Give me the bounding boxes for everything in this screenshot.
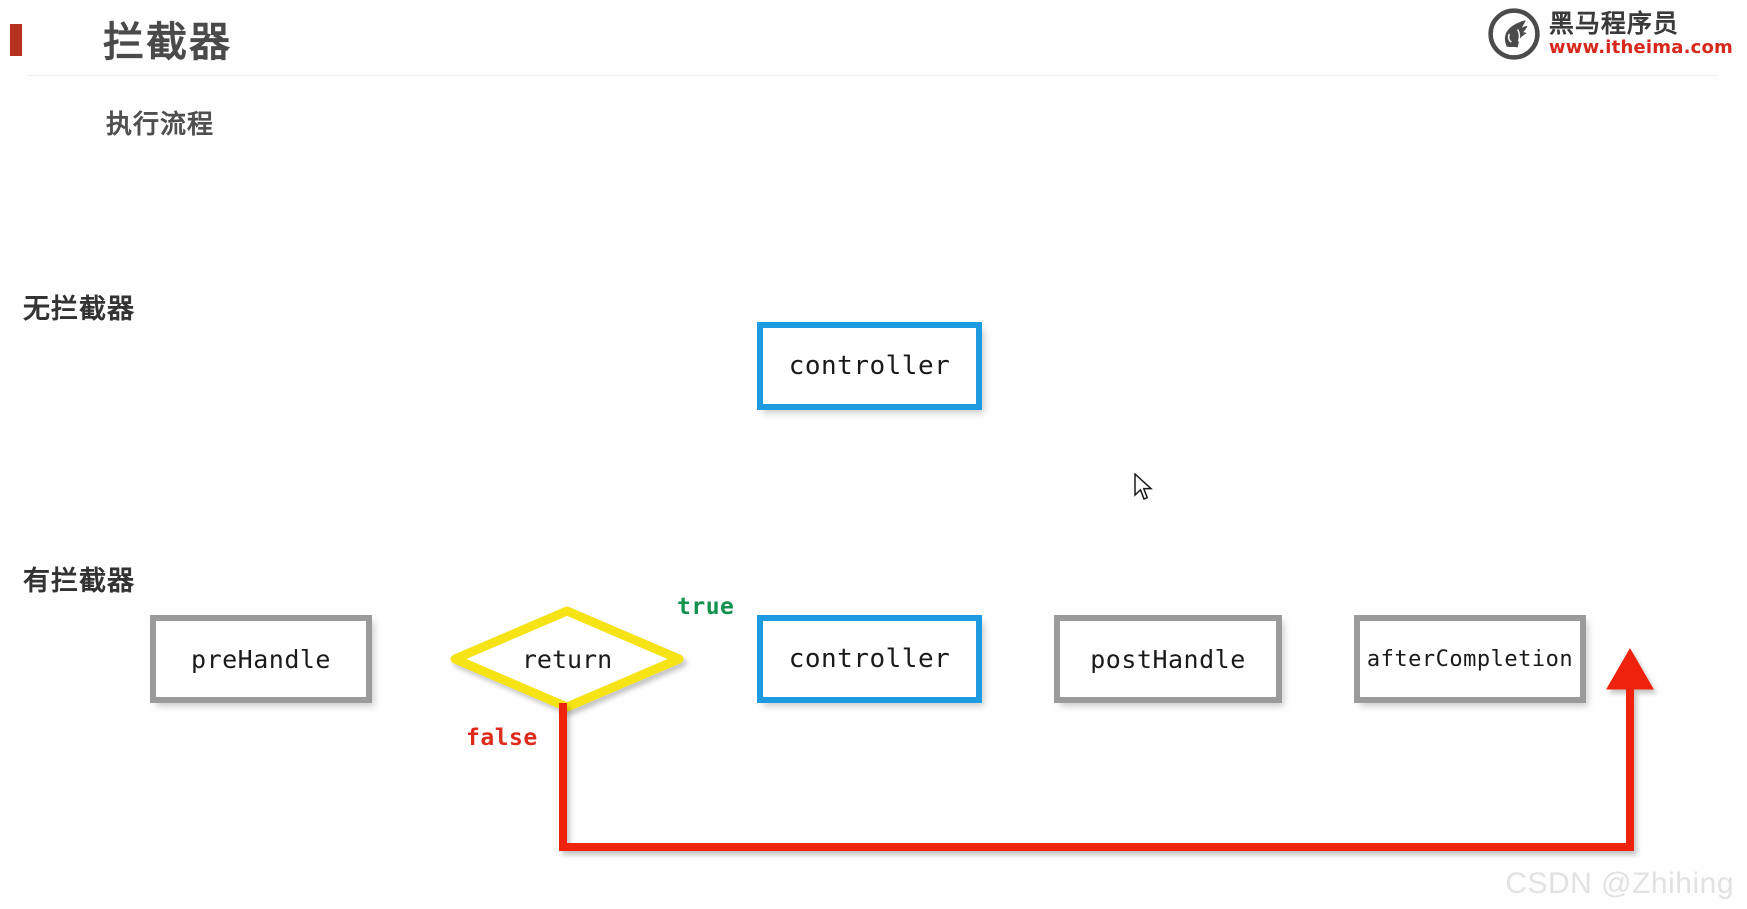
mouse-pointer-icon [1134,473,1153,501]
edge-label-false: false [466,725,538,751]
section-label-no-interceptor: 无拦截器 [23,294,135,325]
header-divider [28,75,1718,76]
csdn-watermark: CSDN @Zhihing [1505,867,1734,900]
node-posthandle: postHandle [1054,615,1282,703]
node-aftercompletion: afterCompletion [1354,615,1586,703]
horse-head-circle-icon [1488,8,1540,60]
slide-header: 拦截器 黑马程序员 www.itheima.com [0,0,1747,76]
page-title: 拦截器 [103,18,232,66]
title-accent-marker [10,24,22,56]
edge-label-true: true [677,594,735,620]
node-controller-with-interceptor: controller [757,615,982,703]
node-controller-no-interceptor: controller [757,322,982,410]
brand-text-block: 黑马程序员 www.itheima.com [1549,11,1733,57]
section-subtitle: 执行流程 [106,110,215,140]
brand-logo: 黑马程序员 www.itheima.com [1487,5,1733,63]
node-return-label: return [521,644,613,674]
node-return-decision: return [455,611,679,707]
section-label-with-interceptor: 有拦截器 [23,566,135,597]
node-prehandle: preHandle [150,615,372,703]
brand-url: www.itheima.com [1548,37,1733,58]
brand-name: 黑马程序员 [1548,9,1679,38]
